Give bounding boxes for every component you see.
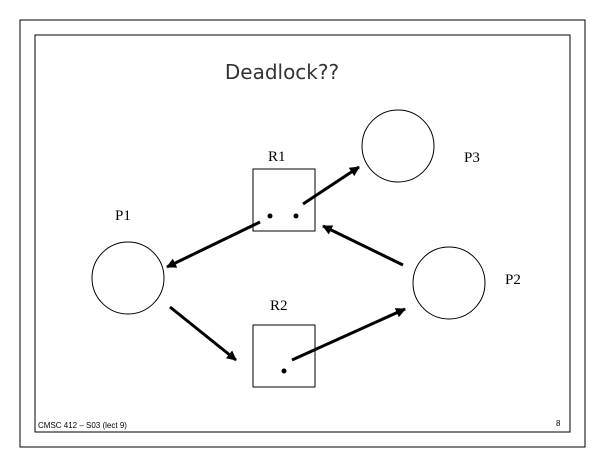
r2-instance-dot — [281, 368, 287, 374]
resource-node-r2 — [252, 324, 316, 388]
r2-label: R2 — [270, 298, 288, 314]
footer-page-number: 8 — [556, 419, 561, 428]
p3-label: P3 — [464, 150, 480, 166]
r1-label: R1 — [268, 149, 286, 165]
slide-title: Deadlock?? — [225, 60, 339, 84]
process-node-p1 — [91, 241, 165, 315]
process-node-p3 — [361, 109, 435, 183]
p2-label: P2 — [505, 272, 521, 288]
p1-label: P1 — [115, 208, 131, 224]
slide-inner-border — [34, 34, 571, 433]
edge-p2-to-r1 — [322, 224, 404, 267]
resource-node-r1 — [252, 168, 316, 232]
edge-r2-to-p2 — [291, 307, 406, 362]
footer-course-label: CMSC 412 – S03 (lect 9) — [38, 421, 127, 430]
slide-outer-border — [19, 19, 586, 448]
r1-instance-dot — [293, 213, 299, 219]
r1-instance-dot — [267, 213, 273, 219]
process-node-p2 — [412, 246, 486, 320]
edge-p1-to-r2 — [169, 305, 237, 362]
edge-r1-to-p3 — [302, 165, 360, 206]
edge-r1-to-p1 — [166, 220, 261, 269]
